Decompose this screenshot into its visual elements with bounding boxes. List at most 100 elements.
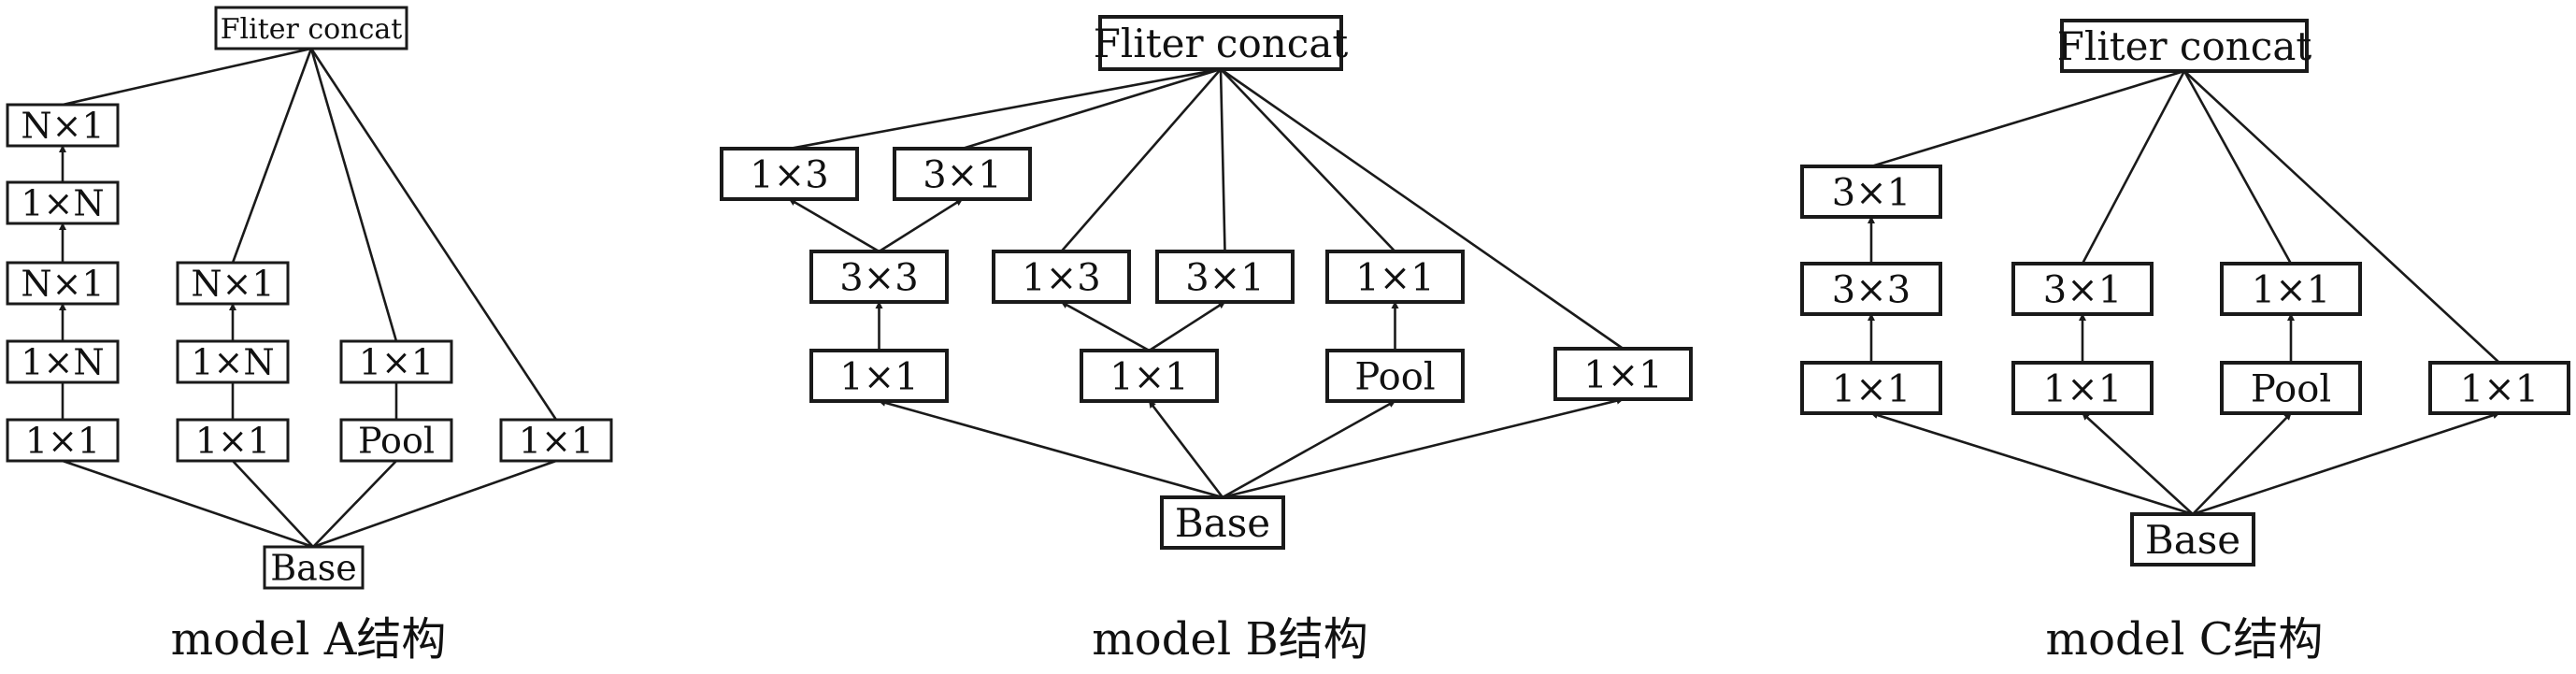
node-b-pool: Pool <box>1325 349 1465 403</box>
edge-connector <box>312 459 557 549</box>
node-box <box>1080 349 1219 403</box>
node-box <box>2060 19 2309 73</box>
node-b-11-left: 1×1 <box>809 349 949 403</box>
node-label: 1×1 <box>839 355 918 398</box>
node-c-11-c3: 1×1 <box>2220 262 2362 316</box>
node-label: N×1 <box>21 264 104 305</box>
node-label: 1×N <box>21 342 104 383</box>
edge-connector <box>962 67 1222 151</box>
node-c-31-top: 3×1 <box>1800 165 1942 219</box>
node-box <box>176 261 290 306</box>
edge-connector <box>1060 68 1222 252</box>
node-label: Pool <box>2251 367 2331 410</box>
node-box <box>2220 361 2362 415</box>
edge-connector <box>788 197 880 253</box>
node-label: Fliter concat <box>2057 23 2312 69</box>
model-a-caption: model A结构 <box>171 613 447 666</box>
node-b-31-top: 3×1 <box>893 147 1032 201</box>
node-a-concat: Fliter concat <box>214 6 408 50</box>
node-c-base: Base <box>2130 512 2255 566</box>
node-b-13-top: 1×3 <box>720 147 859 201</box>
node-box <box>214 6 408 50</box>
node-a-c1-1n-2: 1×N <box>6 180 120 225</box>
node-box <box>1325 250 1465 304</box>
node-a-c4-11: 1×1 <box>499 418 613 463</box>
edge-connector <box>2192 411 2500 516</box>
node-box <box>992 250 1131 304</box>
node-b-11-pooltop: 1×1 <box>1325 250 1465 304</box>
node-c-31-c2: 3×1 <box>2011 262 2154 316</box>
node-label: 3×3 <box>839 256 918 299</box>
node-b-11-mid: 1×1 <box>1080 349 1219 403</box>
node-b-concat: Fliter concat <box>1094 15 1349 71</box>
edge-connector <box>2192 412 2292 515</box>
edge-connector <box>309 48 558 421</box>
node-a-base: Base <box>263 545 365 590</box>
node-box <box>1800 165 1942 219</box>
node-c-pool: Pool <box>2220 361 2362 415</box>
node-a-c3-pool: Pool <box>339 418 453 463</box>
edge-connector <box>878 399 1224 499</box>
node-label: 3×1 <box>923 153 1001 196</box>
edge-connector <box>62 459 314 549</box>
diagram-edges <box>59 47 2500 549</box>
node-label: 3×1 <box>2043 268 2122 311</box>
node-label: 1×1 <box>1355 256 1434 299</box>
node-box <box>1800 262 1942 316</box>
node-label: Pool <box>358 421 435 462</box>
node-a-c2-11: 1×1 <box>176 418 290 463</box>
edge-connector <box>1060 300 1151 352</box>
node-label: 3×1 <box>1185 256 1264 299</box>
node-box <box>6 103 120 148</box>
node-label: 1×N <box>191 342 274 383</box>
node-label: 1×1 <box>359 342 434 383</box>
node-box <box>339 339 453 384</box>
node-label: 1×1 <box>25 421 100 462</box>
node-box <box>809 250 949 304</box>
node-c-concat: Fliter concat <box>2057 19 2312 73</box>
node-a-c1-n1-mid: N×1 <box>6 261 120 306</box>
node-label: 1×1 <box>2460 367 2539 410</box>
edge-connector <box>2182 70 2293 265</box>
node-box <box>6 418 120 463</box>
node-box <box>2011 361 2154 415</box>
node-box <box>499 418 613 463</box>
node-c-11-c4: 1×1 <box>2428 361 2570 415</box>
node-box <box>1098 15 1343 71</box>
node-a-c1-1n-low: 1×N <box>6 339 120 384</box>
edge-connector <box>1148 300 1226 352</box>
node-label: Fliter concat <box>221 13 403 46</box>
node-box <box>6 261 120 306</box>
node-label: 3×3 <box>1832 268 1911 311</box>
node-label: 1×3 <box>1022 256 1100 299</box>
node-label: 1×N <box>21 183 104 224</box>
node-label: N×1 <box>191 264 274 305</box>
node-label: 1×3 <box>750 153 828 196</box>
edge-connector <box>312 460 397 548</box>
edge-connector <box>789 67 1222 151</box>
edge-connector <box>878 197 964 253</box>
node-box <box>893 147 1032 201</box>
node-label: Fliter concat <box>1094 21 1349 66</box>
edge-connector <box>1870 411 2194 516</box>
node-box <box>6 180 120 225</box>
node-box <box>6 339 120 384</box>
edge-connector <box>62 47 312 107</box>
node-b-11-right: 1×1 <box>1553 347 1693 401</box>
node-a-c3-11: 1×1 <box>339 339 453 384</box>
edge-connector <box>1222 396 1624 499</box>
node-label: Base <box>2145 517 2240 563</box>
node-label: 1×1 <box>1583 353 1662 396</box>
node-box <box>263 545 365 590</box>
edge-connector <box>309 48 398 342</box>
node-label: 1×1 <box>2043 367 2122 410</box>
node-box <box>1553 347 1693 401</box>
node-c-11-c1: 1×1 <box>1800 361 1942 415</box>
edge-connector <box>2183 70 2500 364</box>
node-box <box>720 147 859 201</box>
node-a-c1-n1-top: N×1 <box>6 103 120 148</box>
node-label: 1×1 <box>1832 367 1911 410</box>
node-label: 1×1 <box>519 421 594 462</box>
node-box <box>2011 262 2154 316</box>
